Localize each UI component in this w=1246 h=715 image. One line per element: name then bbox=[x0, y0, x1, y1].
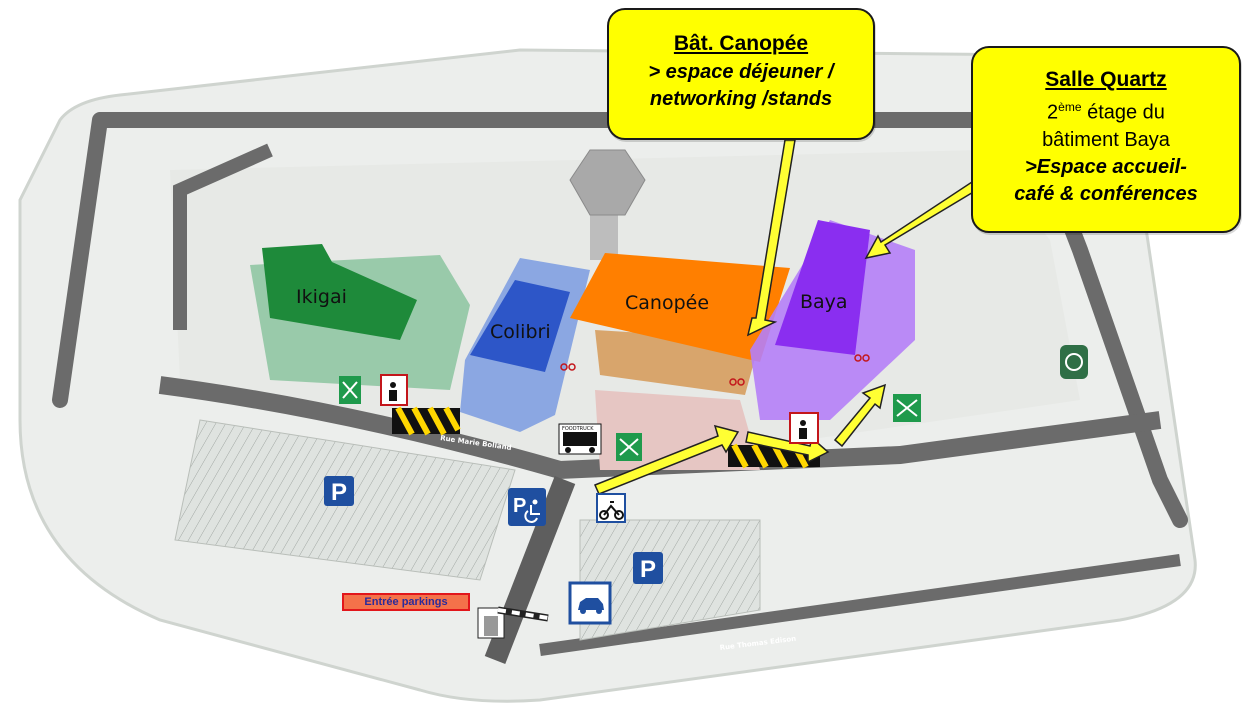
floor-suffix: ème bbox=[1058, 100, 1082, 114]
building-label-baya: Baya bbox=[800, 291, 848, 313]
building-ikigai: Ikigai bbox=[250, 244, 470, 390]
building-label-canopee: Canopée bbox=[625, 292, 709, 314]
fire-extinguisher-icon bbox=[789, 412, 819, 444]
floor-number: 2 bbox=[1047, 101, 1059, 124]
parking-icon: P bbox=[324, 476, 354, 506]
callout-canopee-line1: > espace déjeuner / bbox=[648, 61, 834, 83]
svg-text:FOODTRUCK: FOODTRUCK bbox=[562, 426, 594, 432]
arrow-baya bbox=[864, 178, 982, 260]
svg-text:P: P bbox=[640, 556, 656, 583]
assembly-point-icon bbox=[616, 433, 642, 461]
callout-quartz-line1: >Espace accueil- bbox=[1025, 155, 1187, 178]
callout-quartz-floor: 2ème étage du bbox=[973, 94, 1239, 127]
building-baya: Baya bbox=[750, 220, 915, 420]
building-label-colibri: Colibri bbox=[490, 321, 551, 343]
entree-parkings-label: Entrée parkings bbox=[342, 593, 470, 611]
bicycle-icon bbox=[854, 354, 870, 362]
floor-text: étage du bbox=[1081, 101, 1165, 124]
barrier-stripes-left bbox=[392, 406, 461, 436]
motorbike-icon bbox=[596, 493, 626, 523]
arrow-entry-1 bbox=[593, 424, 740, 495]
svg-text:P: P bbox=[513, 495, 526, 517]
parking-icon: P bbox=[633, 552, 663, 584]
building-label-ikigai: Ikigai bbox=[296, 286, 347, 308]
building-colibri: Colibri bbox=[460, 258, 590, 432]
control-tower bbox=[569, 149, 646, 260]
barrier-gate-icon bbox=[477, 606, 549, 639]
bicycle-icon bbox=[729, 378, 745, 386]
fire-extinguisher-icon bbox=[380, 374, 408, 406]
callout-canopee-title: Bât. Canopée bbox=[673, 32, 809, 55]
callout-canopee: Bât. Canopée > espace déjeuner / network… bbox=[607, 8, 875, 140]
road-left-loop bbox=[173, 143, 273, 330]
callout-quartz-building: bâtiment Baya bbox=[1042, 128, 1170, 151]
bicycle-icon bbox=[560, 363, 576, 371]
assembly-point-icon bbox=[339, 376, 361, 404]
svg-text:P: P bbox=[331, 479, 347, 506]
assembly-point-icon bbox=[893, 394, 921, 422]
callout-quartz-line2: café & conférences bbox=[1014, 182, 1198, 205]
callout-canopee-line2: networking /stands bbox=[649, 88, 833, 110]
direction-arrows bbox=[593, 139, 982, 495]
road-edison bbox=[539, 554, 1181, 656]
arrow-entry-2 bbox=[745, 431, 830, 464]
ev-charging-icon bbox=[568, 581, 612, 625]
callout-quartz-title: Salle Quartz bbox=[1045, 68, 1167, 91]
food-truck-icon: FOODTRUCK bbox=[558, 423, 602, 455]
road-main bbox=[158, 376, 1162, 480]
recycling-icon bbox=[1060, 345, 1088, 379]
arrow-entry-3 bbox=[833, 383, 887, 448]
callout-quartz: Salle Quartz 2ème étage du bâtiment Baya… bbox=[971, 46, 1241, 233]
building-canopee: Canopée bbox=[570, 253, 790, 395]
road-south bbox=[484, 476, 576, 664]
arrow-canopee bbox=[746, 139, 796, 337]
disabled-parking-icon: P bbox=[508, 488, 546, 526]
